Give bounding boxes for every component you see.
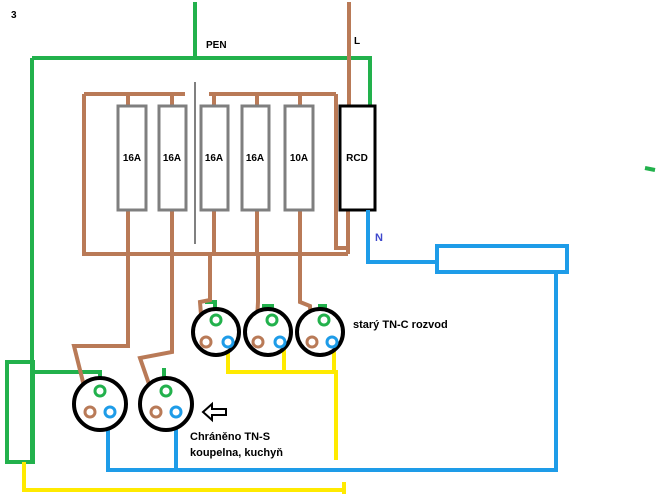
rcd-neutral-out — [366, 210, 436, 264]
breaker-2-rating: 16A — [163, 153, 181, 164]
phase-socket1-wire — [71, 254, 130, 411]
breaker-3-rating: 16A — [205, 153, 223, 164]
protected-label-line2: koupelna, kuchyň — [190, 447, 283, 459]
breaker-2: 16A — [157, 104, 188, 212]
protected-socket-2 — [138, 376, 194, 432]
breaker-4-rating: 16A — [246, 153, 264, 164]
rcd: RCD — [338, 104, 377, 212]
rcd-label: RCD — [346, 153, 368, 164]
yellow-bottom-link — [22, 462, 344, 492]
old-socket-3 — [295, 307, 345, 357]
n-label: N — [375, 232, 383, 244]
l-label: L — [354, 36, 360, 47]
protected-socket-1 — [72, 376, 128, 432]
arrow-left-icon — [201, 401, 227, 423]
old-socket-1 — [191, 307, 241, 357]
old-socket-2 — [243, 307, 293, 357]
protected-label-line1: Chráněno TN-S — [190, 431, 270, 443]
breaker-5-rating: 10A — [290, 153, 308, 164]
neutral-terminal-block — [435, 244, 569, 274]
breakers: 16A 16A 16A 16A 10A — [116, 104, 315, 212]
breaker-1-rating: 16A — [123, 153, 141, 164]
pen-to-rcd-wire — [359, 56, 372, 106]
neutral-return-wire — [106, 272, 558, 472]
breaker-4: 16A — [240, 104, 271, 212]
old-tnc-label: starý TN-C rozvod — [353, 319, 448, 331]
breaker-1: 16A — [116, 104, 148, 212]
breaker-3: 16A — [199, 104, 230, 212]
breaker-5: 10A — [283, 104, 315, 212]
page-marker: 3 — [11, 10, 17, 21]
stray-mark — [644, 166, 656, 172]
pen-label: PEN — [206, 40, 227, 51]
pe-terminal-block — [5, 360, 35, 464]
